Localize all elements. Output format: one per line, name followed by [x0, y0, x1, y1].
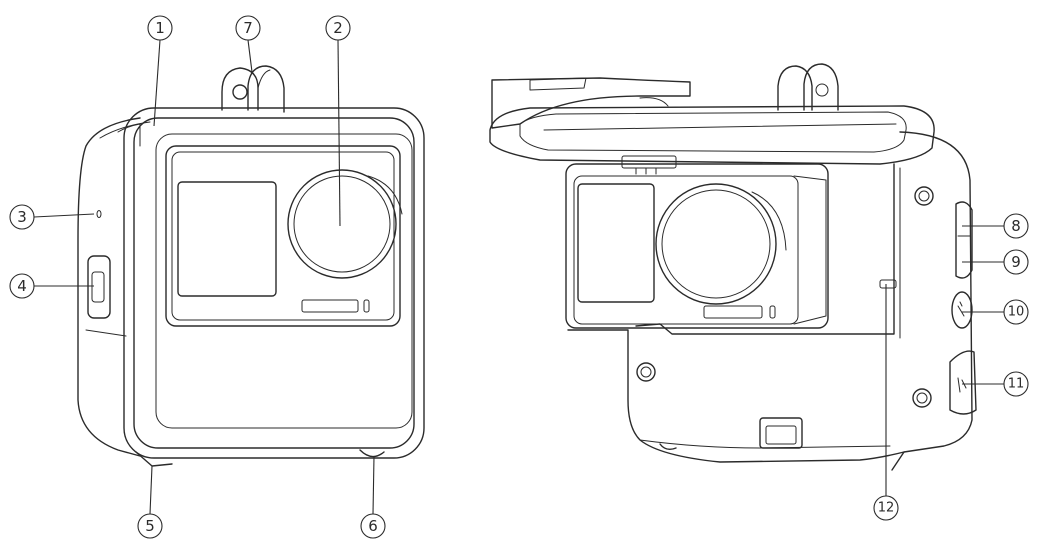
svg-text:7: 7	[243, 19, 253, 37]
callout-1: 1	[147, 15, 173, 41]
callout-11: 11	[1003, 371, 1029, 397]
svg-text:10: 10	[1008, 305, 1025, 320]
callouts: 1 2 3 4 5 6 7 8 9 10 11 12	[9, 15, 1029, 539]
front-screen	[177, 181, 277, 297]
rear-case-body	[567, 131, 973, 463]
case-left-side	[77, 117, 141, 457]
screw-hole-3	[636, 362, 656, 382]
side-button-10	[951, 291, 973, 329]
callout-12: 12	[873, 495, 899, 521]
callout-5: 5	[137, 513, 163, 539]
screw-hole-2	[912, 388, 932, 408]
callout-8: 8	[1003, 213, 1029, 239]
callout-4: 4	[9, 273, 35, 299]
side-button-front	[87, 255, 111, 319]
callout-2: 2	[325, 15, 351, 41]
callout-3: 3	[9, 204, 35, 230]
svg-text:12: 12	[878, 501, 895, 516]
camera-window-front	[165, 145, 401, 327]
svg-text:8: 8	[1011, 217, 1021, 235]
foot-left	[135, 451, 173, 467]
callout-7: 7	[235, 15, 261, 41]
svg-text:2: 2	[333, 19, 343, 37]
lid-arm	[491, 77, 691, 129]
indicator-light	[96, 210, 102, 218]
svg-text:11: 11	[1008, 377, 1025, 392]
camera-inside-rear	[565, 155, 829, 329]
svg-text:9: 9	[1011, 253, 1021, 271]
svg-text:4: 4	[17, 277, 27, 295]
open-lid	[489, 105, 935, 165]
case-front-outer	[123, 107, 425, 459]
rear-slot	[879, 279, 897, 289]
rear-view-case	[489, 63, 977, 471]
leader-lines	[33, 39, 1004, 515]
front-view-case	[77, 65, 425, 467]
callout-6: 6	[360, 513, 386, 539]
screw-hole-1	[914, 186, 934, 206]
svg-text:5: 5	[145, 517, 155, 535]
svg-text:3: 3	[17, 208, 27, 226]
svg-text:1: 1	[155, 19, 165, 37]
inner-cavity	[635, 163, 895, 335]
front-label-slot	[301, 299, 359, 313]
callout-9: 9	[1003, 249, 1029, 275]
lens-front	[287, 169, 403, 279]
side-door-11	[949, 350, 977, 415]
foot-right	[359, 449, 385, 458]
side-button-8-9	[955, 201, 973, 279]
camera-latch	[621, 155, 677, 169]
mount-fingers-front	[221, 65, 285, 113]
mount-fingers-rear	[777, 63, 839, 111]
bottom-latch	[759, 417, 803, 449]
svg-text:6: 6	[368, 517, 378, 535]
callout-10: 10	[1003, 299, 1029, 325]
